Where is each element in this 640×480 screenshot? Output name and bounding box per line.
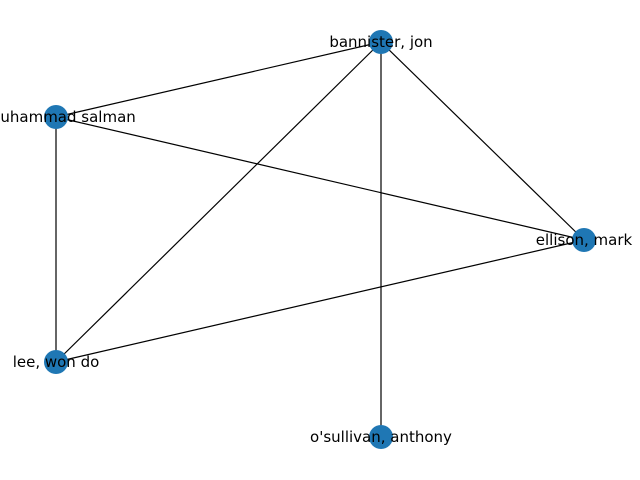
node-label-muhammad: , muhammad salman xyxy=(0,108,136,126)
node-label-osullivan: o'sullivan, anthony xyxy=(310,428,452,446)
edge-bannister-muhammad xyxy=(55,41,382,118)
edge-lee-ellison xyxy=(55,239,585,363)
node-label-lee: lee, won do xyxy=(13,353,100,371)
node-muhammad xyxy=(44,105,68,129)
node-label-bannister: bannister, jon xyxy=(329,33,432,51)
edge-muhammad-ellison xyxy=(55,116,585,241)
node-osullivan xyxy=(369,425,393,449)
edge-layer xyxy=(55,41,585,437)
edge-bannister-lee xyxy=(55,41,382,363)
label-layer: bannister, jon , muhammad salman ellison, … xyxy=(0,33,633,446)
node-layer xyxy=(44,30,596,449)
edge-bannister-ellison xyxy=(380,41,585,241)
node-lee xyxy=(44,350,68,374)
node-bannister xyxy=(369,30,393,54)
node-label-ellison: ellison, mark xyxy=(536,231,633,249)
node-ellison xyxy=(572,228,596,252)
